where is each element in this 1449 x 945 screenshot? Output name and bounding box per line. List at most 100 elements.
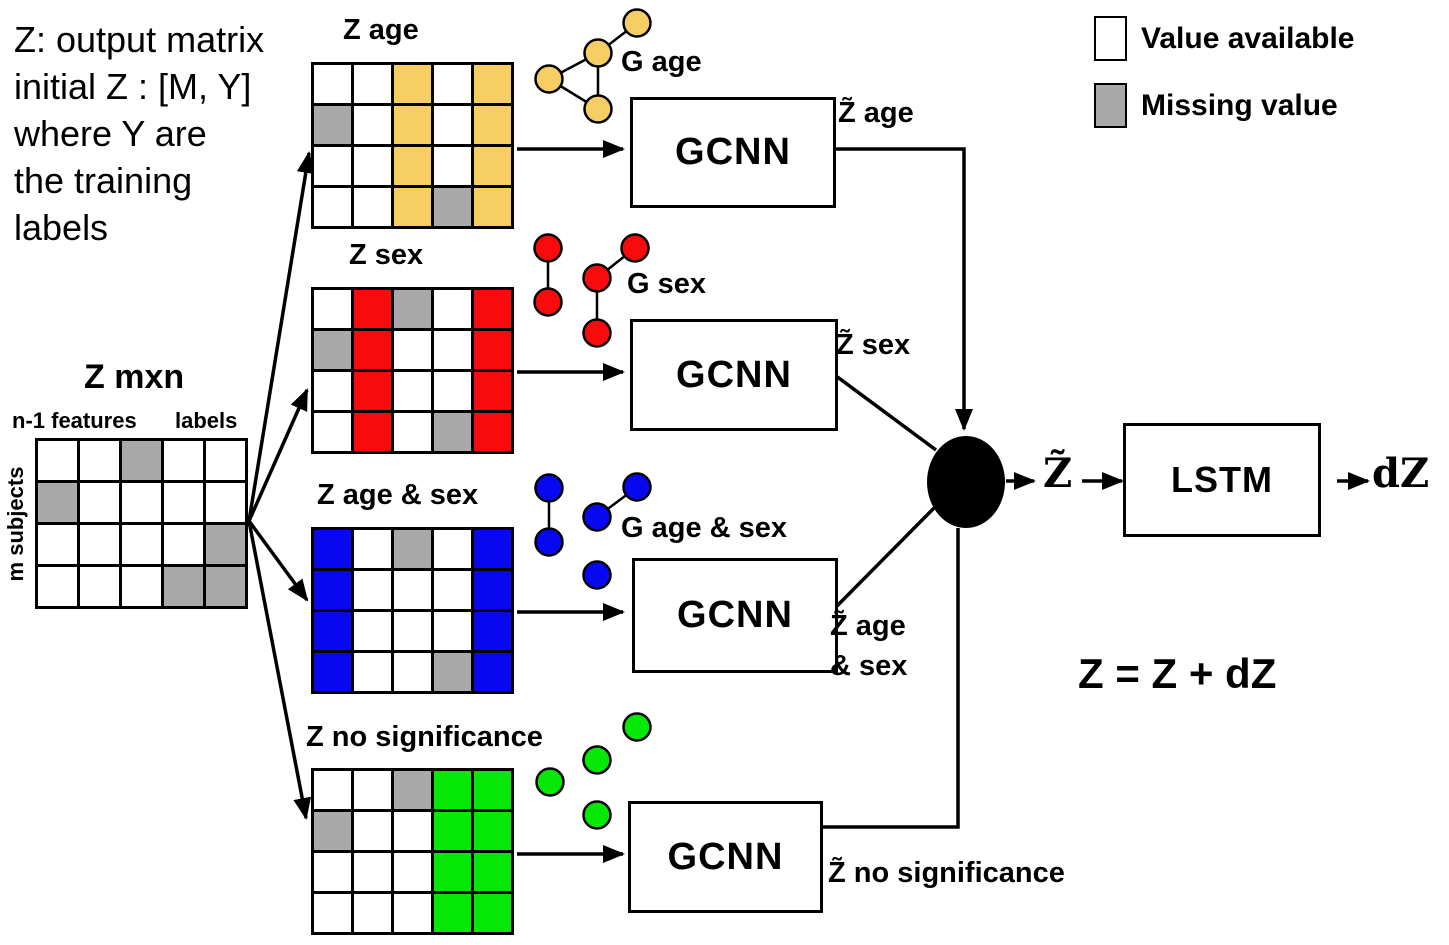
input-matrix-row-header: m subjects xyxy=(3,466,28,582)
feature-cell xyxy=(354,331,394,372)
annotation-line: the training xyxy=(14,160,193,201)
value-cell xyxy=(354,106,394,147)
value-cell xyxy=(354,894,394,935)
value-cell xyxy=(434,612,474,653)
value-cell xyxy=(354,147,394,188)
value-cell xyxy=(394,612,434,653)
graph-node-age xyxy=(583,94,613,124)
feature-cell xyxy=(474,894,514,935)
graph-label-age: G age xyxy=(621,46,702,78)
value-cell xyxy=(354,571,394,612)
graph-label-sex: G sex xyxy=(627,268,706,300)
value-cell xyxy=(38,567,80,609)
feature-cell xyxy=(474,372,514,413)
missing-cell xyxy=(164,567,206,609)
legend-label: Missing value xyxy=(1141,88,1338,122)
feature-cell xyxy=(354,290,394,331)
value-cell xyxy=(434,331,474,372)
gcnn-output-connector xyxy=(817,528,960,829)
missing-cell xyxy=(206,567,248,609)
missing-cell xyxy=(122,441,164,483)
value-cell xyxy=(434,106,474,147)
fusion-node xyxy=(927,436,1005,528)
feature-cell xyxy=(474,853,514,894)
value-cell xyxy=(354,530,394,571)
feature-cell xyxy=(394,188,434,229)
matrix-grid-age xyxy=(311,62,514,229)
input-matrix-col-header-features: n-1 features xyxy=(12,408,137,433)
feature-cell xyxy=(474,331,514,372)
value-cell xyxy=(394,853,434,894)
feature-cell xyxy=(394,147,434,188)
value-cell xyxy=(354,771,394,812)
value-cell xyxy=(354,188,394,229)
fanout-arrow xyxy=(247,519,309,602)
feature-cell xyxy=(474,812,514,853)
value-cell xyxy=(354,612,394,653)
value-cell xyxy=(206,441,248,483)
fanout-arrow xyxy=(247,520,312,820)
gcnn-box-no_significance: GCNN xyxy=(628,801,823,913)
output-label-line: Z̃ sex xyxy=(836,329,911,361)
feature-cell xyxy=(314,571,354,612)
value-cell xyxy=(394,653,434,694)
gcnn-box-sex: GCNN xyxy=(630,319,838,431)
missing-cell xyxy=(38,483,80,525)
legend-item-available: Value available xyxy=(1094,16,1354,61)
z-tilde-symbol: Z̃ xyxy=(1043,450,1073,497)
feature-cell xyxy=(314,653,354,694)
value-cell xyxy=(122,525,164,567)
value-cell xyxy=(314,290,354,331)
legend-item-missing: Missing value xyxy=(1094,83,1354,128)
annotation-line: where Y are xyxy=(14,113,207,154)
graph-node-age xyxy=(622,8,652,38)
matrix-label-sex: Z sex xyxy=(349,239,424,271)
graph-node-age_sex xyxy=(582,502,612,532)
graph-node-sex xyxy=(620,233,650,263)
feature-cell xyxy=(434,771,474,812)
graph-node-sex xyxy=(533,233,563,263)
matrix-grid-age_sex xyxy=(311,527,514,694)
graph-node-no_significance xyxy=(582,745,612,775)
value-cell xyxy=(434,147,474,188)
graph-label-age_sex: G age & sex xyxy=(621,512,788,544)
value-available-swatch xyxy=(1094,16,1127,61)
value-cell xyxy=(394,413,434,454)
missing-cell xyxy=(314,331,354,372)
feature-cell xyxy=(474,413,514,454)
graph-node-no_significance xyxy=(582,800,612,830)
graph-node-sex xyxy=(582,263,612,293)
value-cell xyxy=(164,525,206,567)
value-cell xyxy=(354,65,394,106)
value-cell xyxy=(434,290,474,331)
graph-node-no_significance xyxy=(622,712,652,742)
gcnn-box-age: GCNN xyxy=(630,97,836,208)
graph-node-age_sex xyxy=(534,527,564,557)
graph-node-age xyxy=(534,64,564,94)
value-cell xyxy=(38,441,80,483)
gcnn-output-connector xyxy=(831,504,938,612)
output-label-no_significance: Z̃ no significance xyxy=(828,853,1065,893)
feature-cell xyxy=(474,571,514,612)
missing-cell xyxy=(206,525,248,567)
output-label-age: Z̃ age xyxy=(838,93,914,133)
output-label-line: Z̃ age xyxy=(838,97,914,129)
value-cell xyxy=(314,771,354,812)
input-matrix-title: Z mxn xyxy=(84,358,185,396)
value-cell xyxy=(394,571,434,612)
matrix-label-no_significance: Z no significance xyxy=(306,721,543,753)
legend-label: Value available xyxy=(1141,21,1355,55)
missing-cell xyxy=(434,653,474,694)
value-cell xyxy=(314,372,354,413)
value-cell xyxy=(314,65,354,106)
feature-cell xyxy=(314,612,354,653)
value-cell xyxy=(314,853,354,894)
input-matrix-col-header-labels: labels xyxy=(175,408,238,433)
input-matrix-grid xyxy=(35,438,248,609)
value-cell xyxy=(80,483,122,525)
value-cell xyxy=(314,147,354,188)
legend: Value available Missing value xyxy=(1094,16,1354,150)
feature-cell xyxy=(354,413,394,454)
feature-cell xyxy=(474,530,514,571)
